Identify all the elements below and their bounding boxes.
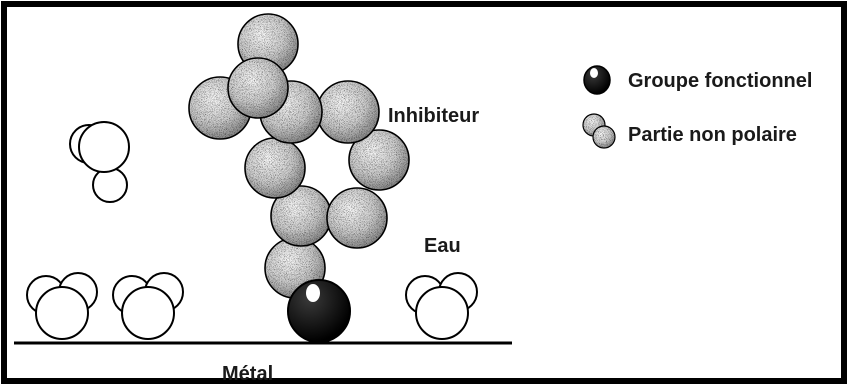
metal-label: Métal (222, 363, 273, 385)
legend-functional-group-label: Groupe fonctionnel (628, 70, 812, 92)
functional-group-sphere (288, 280, 350, 342)
nonpolar-sphere (327, 188, 387, 248)
nonpolar-sphere (317, 81, 379, 143)
legend-nonpolar-part-label: Partie non polaire (628, 124, 797, 146)
black-sphere-icon (584, 66, 610, 94)
inhibitor-label: Inhibiteur (388, 105, 479, 127)
water-label: Eau (424, 235, 461, 257)
nonpolar-sphere (228, 58, 288, 118)
nonpolar-sphere (245, 138, 305, 198)
